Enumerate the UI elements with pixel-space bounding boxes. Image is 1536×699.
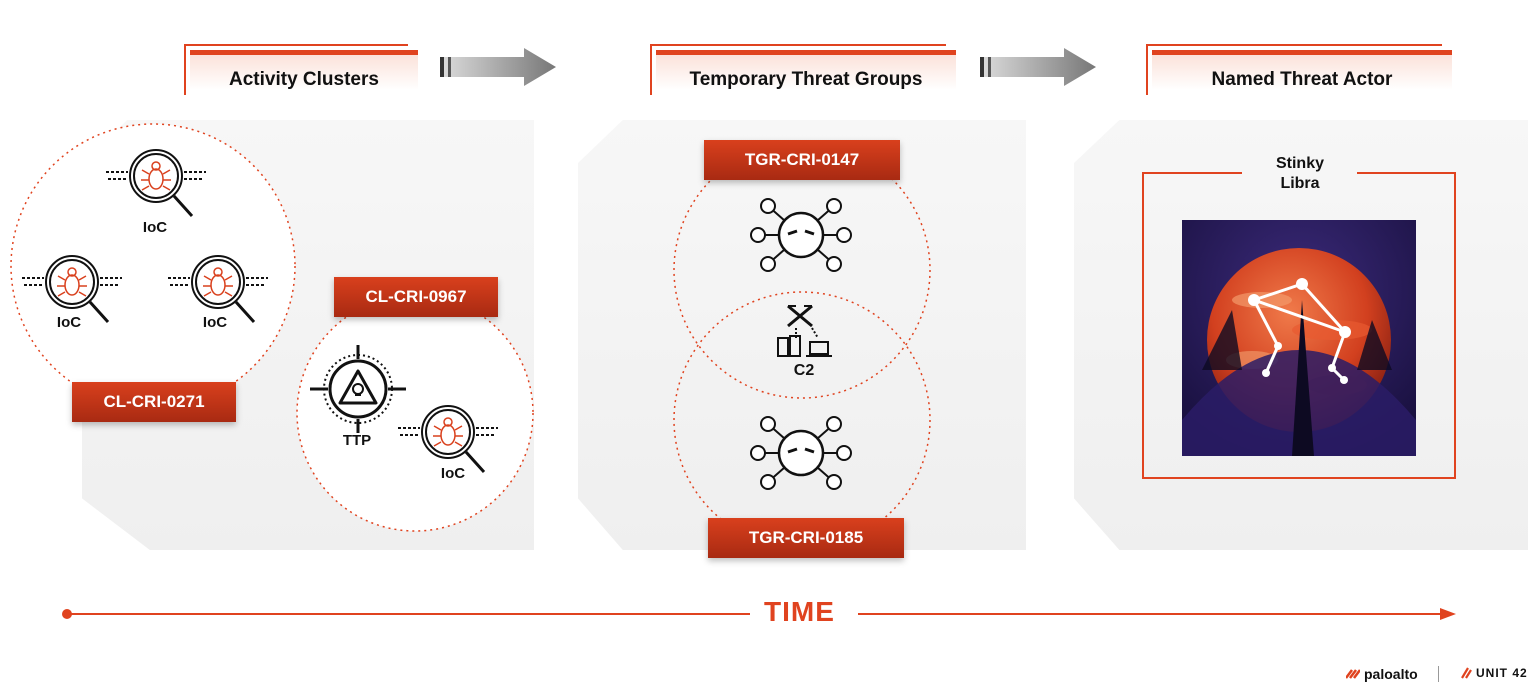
cluster-tag-cl-cri-0967: CL-CRI-0967: [334, 277, 498, 317]
stage-header-activity-clusters: Activity Clusters: [190, 50, 418, 105]
c2-server-icon: [777, 304, 832, 357]
bug-magnifier-icon: [398, 405, 498, 474]
actor-name-line2: Libra: [1280, 175, 1320, 192]
footer-divider: [1438, 666, 1439, 682]
timeline-arrow: [62, 608, 1456, 620]
ttp-label: TTP: [342, 432, 372, 449]
actor-name-line1: Stinky: [1275, 155, 1324, 172]
unit42-mark-icon: [1461, 667, 1472, 679]
group-tag-tgr-cri-0185: TGR-CRI-0185: [708, 518, 904, 558]
constellation-image: [1182, 220, 1416, 456]
brand-paloalto: paloalto: [1364, 666, 1418, 682]
actor-frame: [1142, 172, 1456, 479]
stage-header-named-threat-actor: Named Threat Actor: [1152, 50, 1452, 105]
brand-unit42: UNIT 42: [1476, 666, 1528, 680]
panel-temporary-threat-groups: [578, 120, 1026, 550]
actor-network-icon: [750, 416, 852, 490]
cluster-circle-cl-0967: [296, 294, 534, 532]
ioc-label: IoC: [142, 219, 168, 236]
ioc-label: IoC: [202, 314, 228, 331]
ioc-label: IoC: [56, 314, 82, 331]
bug-magnifier-icon: [22, 255, 122, 324]
unit42-logo: UNIT 42: [1460, 666, 1528, 680]
arrow-right-icon: [440, 48, 556, 86]
actor-network-icon: [750, 198, 852, 272]
cluster-tag-cl-cri-0271: CL-CRI-0271: [72, 382, 236, 422]
bug-magnifier-icon: [168, 255, 268, 324]
stage-header-temporary-threat-groups: Temporary Threat Groups: [656, 50, 956, 105]
bug-magnifier-icon: [106, 149, 206, 218]
c2-label: C2: [793, 362, 815, 379]
paloalto-mark-icon: [1346, 669, 1360, 679]
target-skull-icon: [310, 345, 406, 433]
ioc-label: IoC: [440, 465, 466, 482]
paloalto-logo: paloalto: [1346, 666, 1418, 682]
group-tag-tgr-cri-0147: TGR-CRI-0147: [704, 140, 900, 180]
timeline-label: TIME: [764, 596, 835, 627]
arrow-right-icon: [980, 48, 1096, 86]
threat-group-circles: [673, 150, 931, 540]
